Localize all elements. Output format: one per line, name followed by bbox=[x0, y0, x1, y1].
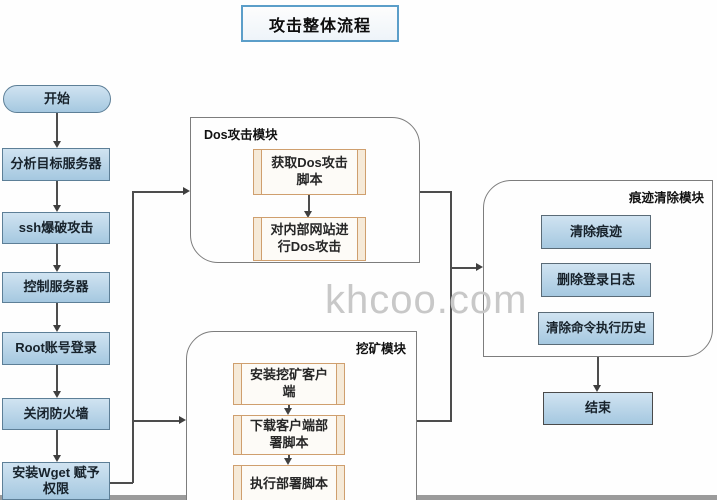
trace-module-label: 痕迹清除模块 bbox=[628, 191, 704, 205]
arrowhead-right bbox=[183, 187, 190, 195]
mining-step-install-client: 安装挖矿客户端 bbox=[233, 363, 345, 405]
watermark: khcoo.com bbox=[325, 278, 528, 322]
trace-step-delete-login-logs: 删除登录日志 bbox=[541, 263, 651, 297]
connector-line bbox=[451, 267, 476, 269]
dos-step-get-script: 获取Dos攻击脚本 bbox=[253, 149, 366, 195]
trace-step-clear-command-history: 清除命令执行历史 bbox=[538, 312, 654, 345]
connector-line bbox=[56, 303, 58, 325]
arrowhead-down bbox=[304, 211, 312, 218]
connector-line bbox=[420, 191, 452, 193]
page-title-text: 攻击整体流程 bbox=[268, 17, 371, 35]
connector-line bbox=[597, 357, 599, 385]
trace-step-clear-traces: 清除痕迹 bbox=[541, 215, 651, 249]
connector-line bbox=[56, 365, 58, 391]
connector-line bbox=[133, 420, 179, 422]
process-side-bar bbox=[234, 416, 242, 454]
page-title: 攻击整体流程 bbox=[241, 5, 399, 42]
connector-line bbox=[56, 181, 58, 205]
connector-line bbox=[132, 191, 134, 483]
connector-line bbox=[56, 244, 58, 265]
connector-line bbox=[56, 430, 58, 455]
connector-line bbox=[288, 455, 290, 459]
process-side-bar bbox=[336, 364, 344, 404]
connector-line bbox=[417, 420, 452, 422]
process-side-bar bbox=[336, 416, 344, 454]
end-node: 结束 bbox=[543, 392, 653, 425]
process-side-bar bbox=[254, 218, 262, 260]
step-install-wget: 安装Wget 赋予权限 bbox=[2, 462, 110, 500]
mining-step-run-script: 执行部署脚本 bbox=[233, 465, 345, 500]
arrowhead-down bbox=[284, 408, 292, 415]
connector-line bbox=[450, 191, 452, 421]
process-side-bar bbox=[357, 150, 365, 194]
connector-line bbox=[308, 195, 310, 211]
dos-module-label: Dos攻击模块 bbox=[204, 128, 278, 142]
dos-step-attack-internal-site: 对内部网站进行Dos攻击 bbox=[253, 217, 366, 261]
arrowhead-down bbox=[284, 458, 292, 465]
step-disable-firewall: 关闭防火墙 bbox=[2, 398, 110, 430]
step-control-server: 控制服务器 bbox=[2, 272, 110, 303]
arrowhead-down bbox=[53, 455, 61, 462]
arrowhead-down bbox=[53, 205, 61, 212]
process-side-bar bbox=[234, 364, 242, 404]
arrowhead-down bbox=[53, 391, 61, 398]
connector-line bbox=[288, 405, 290, 409]
arrowhead-down bbox=[593, 385, 601, 392]
arrowhead-down bbox=[53, 141, 61, 148]
step-analyze-target-server: 分析目标服务器 bbox=[2, 148, 110, 181]
step-ssh-bruteforce: ssh爆破攻击 bbox=[2, 212, 110, 244]
mining-module-label: 挖矿模块 bbox=[355, 342, 406, 356]
mining-step-download-script: 下载客户端部署脚本 bbox=[233, 415, 345, 455]
arrowhead-down bbox=[53, 265, 61, 272]
process-side-bar bbox=[336, 466, 344, 500]
process-side-bar bbox=[234, 466, 242, 500]
connector-line bbox=[133, 191, 183, 193]
start-node: 开始 bbox=[3, 85, 111, 113]
step-root-login: Root账号登录 bbox=[2, 332, 110, 365]
arrowhead-right bbox=[179, 416, 186, 424]
arrowhead-right bbox=[476, 263, 483, 271]
connector-line bbox=[56, 113, 58, 141]
process-side-bar bbox=[357, 218, 365, 260]
connector-line bbox=[110, 482, 133, 484]
arrowhead-down bbox=[53, 325, 61, 332]
process-side-bar bbox=[254, 150, 262, 194]
